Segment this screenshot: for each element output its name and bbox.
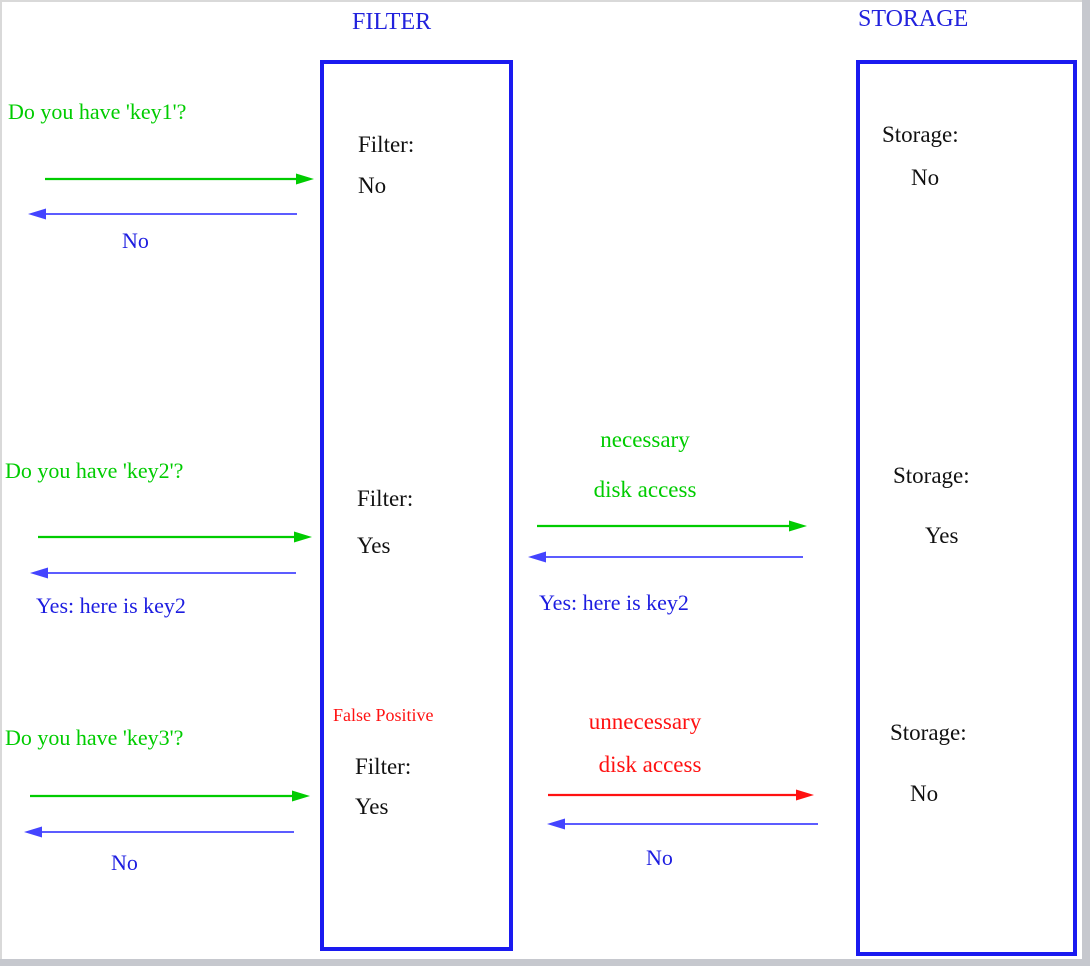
storage-box bbox=[856, 60, 1077, 956]
storage-state-label: Storage: bbox=[890, 720, 967, 745]
message-arrow-blue bbox=[30, 567, 296, 579]
message-arrow-blue bbox=[24, 826, 294, 838]
filter-box bbox=[320, 60, 513, 951]
message-arrow-green bbox=[45, 173, 314, 185]
window-frame-top bbox=[0, 0, 1090, 2]
filter-state-value: No bbox=[358, 173, 387, 198]
storage-state-label: Storage: bbox=[882, 122, 959, 147]
message-arrow-blue bbox=[528, 551, 803, 563]
storage-state-value: No bbox=[910, 781, 939, 806]
necessary-access-caption-line2: disk access bbox=[593, 477, 697, 502]
filter-reply-key2: Yes: here is key2 bbox=[36, 593, 186, 618]
filter-column-title: FILTER bbox=[352, 9, 432, 35]
client-question-key2: Do you have 'key2'? bbox=[5, 458, 184, 483]
false-positive-note: False Positive bbox=[333, 705, 434, 725]
storage-reply-key2: Yes: here is key2 bbox=[539, 590, 689, 615]
filter-state-label: Filter: bbox=[355, 754, 412, 779]
storage-state-value: No bbox=[911, 165, 940, 190]
message-arrow-green bbox=[38, 531, 312, 543]
message-arrow-green bbox=[30, 790, 310, 802]
filter-state-value: Yes bbox=[355, 794, 389, 819]
window-frame-bottom bbox=[0, 959, 1090, 966]
message-arrow-green bbox=[537, 520, 807, 532]
filter-reply-key3: No bbox=[111, 850, 138, 875]
filter-state-label: Filter: bbox=[358, 132, 415, 157]
client-question-key1: Do you have 'key1'? bbox=[8, 99, 187, 124]
unnecessary-access-caption-line2: disk access bbox=[598, 752, 702, 777]
message-arrow-red bbox=[548, 789, 814, 801]
filter-state-label: Filter: bbox=[357, 486, 414, 511]
filter-reply-key1: No bbox=[122, 228, 149, 253]
message-arrow-blue bbox=[28, 208, 297, 220]
storage-column-title: STORAGE bbox=[858, 6, 969, 32]
message-arrow-blue bbox=[547, 818, 818, 830]
storage-reply-key3: No bbox=[646, 845, 673, 870]
filter-state-value: Yes bbox=[357, 533, 391, 558]
unnecessary-access-caption-line1: unnecessary bbox=[588, 709, 702, 734]
window-frame-right bbox=[1082, 0, 1090, 966]
client-question-key3: Do you have 'key3'? bbox=[5, 725, 184, 750]
storage-state-label: Storage: bbox=[893, 463, 970, 488]
necessary-access-caption-line1: necessary bbox=[600, 427, 690, 452]
window-frame-left bbox=[0, 0, 2, 966]
storage-state-value: Yes bbox=[925, 523, 959, 548]
